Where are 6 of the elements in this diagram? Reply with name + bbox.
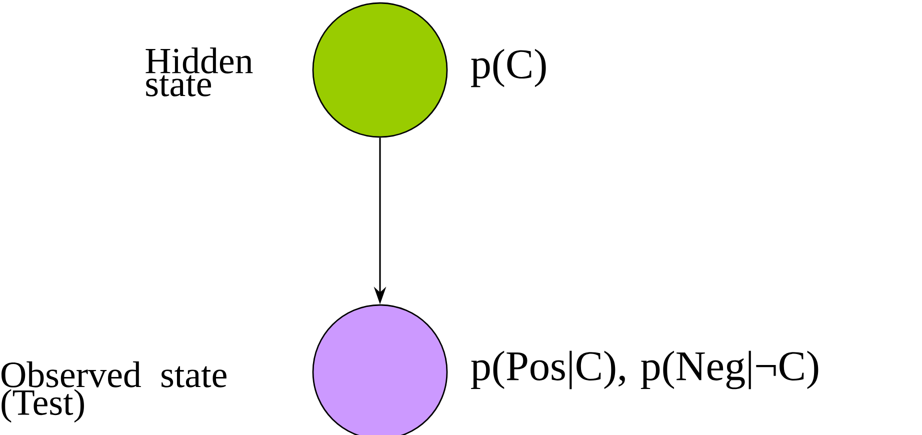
node-label: Hidden state bbox=[146, 48, 253, 96]
probability-label: p(C) bbox=[471, 48, 546, 88]
circle-node bbox=[312, 304, 448, 435]
node-label: Observed state (Test) bbox=[2, 361, 226, 423]
circle-node bbox=[312, 2, 448, 138]
probability-label: p(Pos|C), p(Neg|¬C) bbox=[471, 350, 818, 390]
